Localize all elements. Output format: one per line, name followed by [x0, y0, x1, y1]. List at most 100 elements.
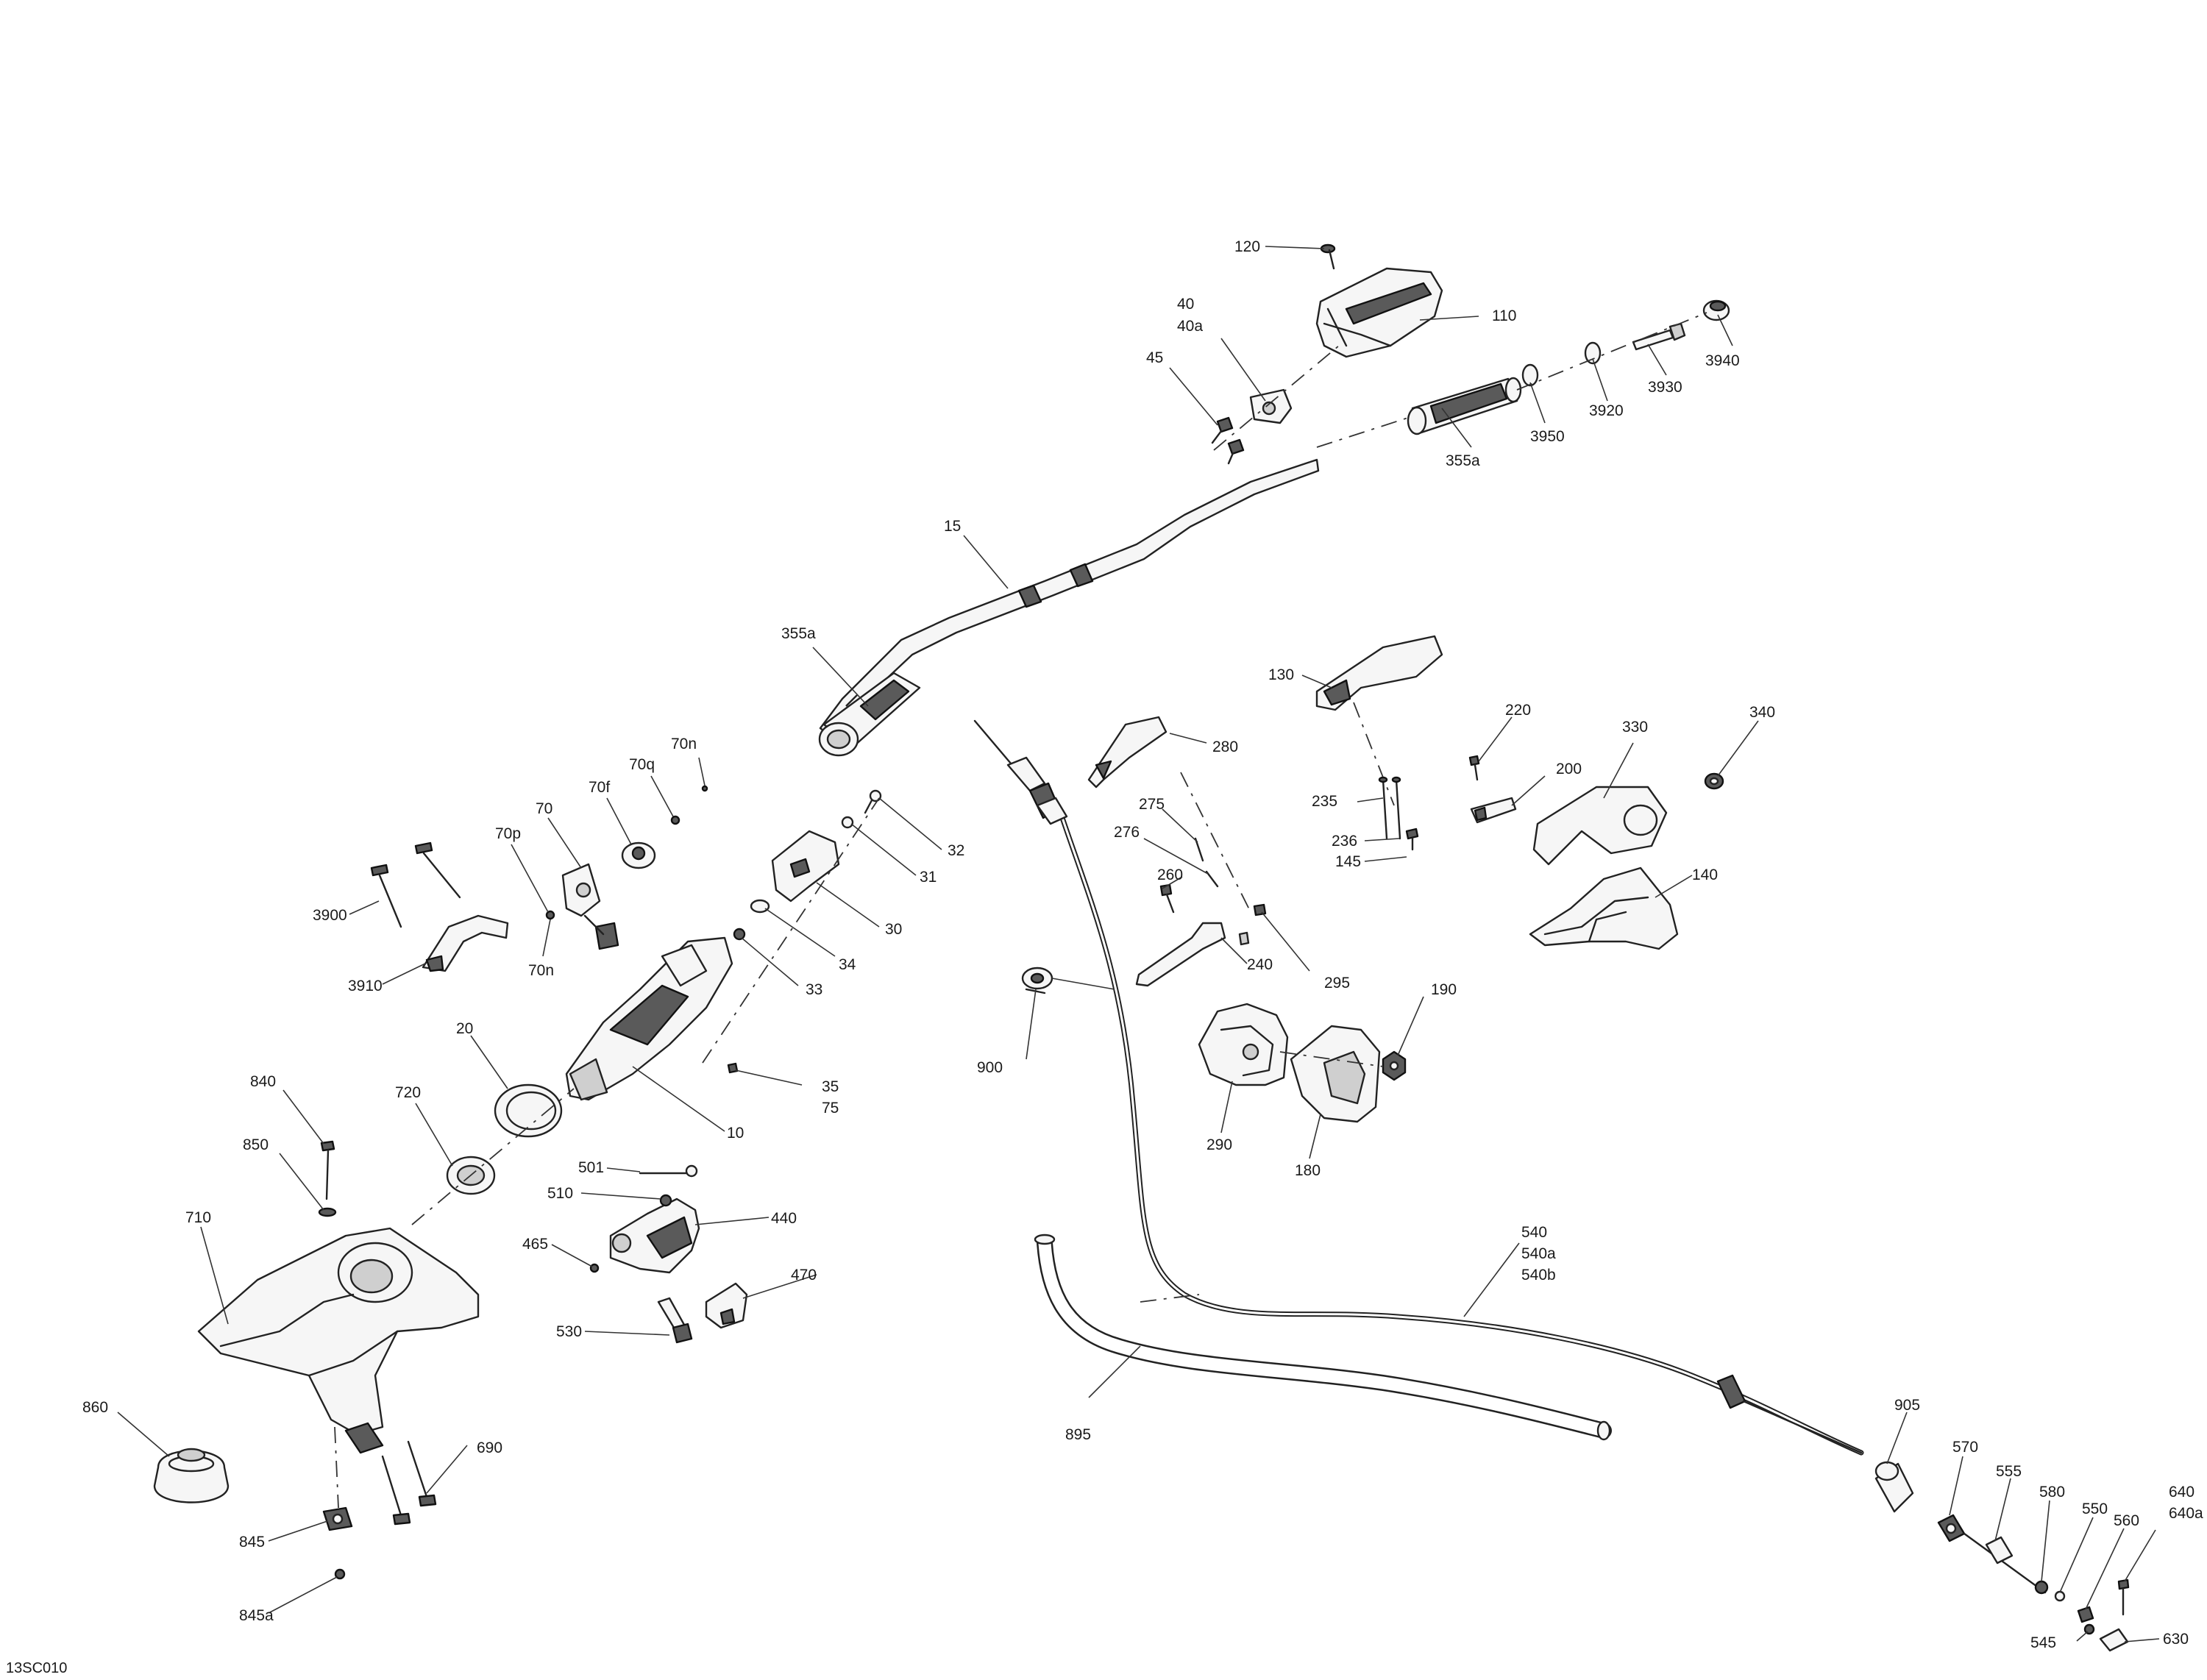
part-550-washer [2054, 1590, 2066, 1602]
callout-540: 540 [1521, 1224, 1547, 1241]
callout-70f: 70f [589, 779, 610, 796]
part-860-boot [153, 1448, 230, 1503]
part-295-screw [1253, 903, 1267, 916]
callout-235: 235 [1312, 793, 1337, 810]
part-180-cover [1290, 1025, 1381, 1123]
part-905-boot [1874, 1461, 1914, 1513]
part-20-ring [494, 1083, 563, 1138]
part-465-nut [589, 1263, 600, 1273]
callout-330: 330 [1622, 719, 1648, 736]
callout-275: 275 [1139, 796, 1165, 813]
part-3910-clamp [422, 914, 509, 972]
throttle-cable-and-hose [973, 719, 1864, 1456]
part-31-washer [841, 816, 854, 829]
part-120-screw [1320, 243, 1336, 270]
callout-850: 850 [243, 1136, 269, 1153]
part-530-bracket [657, 1297, 693, 1344]
callout-31: 31 [920, 869, 937, 886]
callout-280: 280 [1212, 738, 1238, 755]
callout-110: 110 [1492, 307, 1516, 324]
callout-860: 860 [82, 1399, 108, 1416]
part-850-washer [318, 1207, 337, 1217]
part-510-washer [659, 1194, 672, 1207]
part-355a-right-grip [1407, 377, 1522, 435]
part-220-screw [1468, 755, 1480, 781]
part-580-nut [2034, 1580, 2049, 1595]
callout-905: 905 [1894, 1397, 1920, 1414]
callout-900: 900 [977, 1059, 1003, 1076]
callout-140: 140 [1692, 866, 1718, 883]
callout-30: 30 [885, 921, 902, 938]
part-355a-left-grip [818, 672, 921, 757]
callout-555: 555 [1996, 1463, 2022, 1480]
callout-70q: 70q [629, 756, 655, 773]
callout-75: 75 [822, 1100, 839, 1117]
callout-35: 35 [822, 1078, 839, 1095]
callout-530: 530 [556, 1323, 582, 1340]
part-140-housing [1529, 866, 1679, 950]
callout-580: 580 [2039, 1484, 2065, 1501]
part-70n-top [701, 785, 708, 792]
callout-220: 220 [1505, 702, 1531, 719]
callout-540a: 540a [1521, 1245, 1556, 1262]
part-280-trigger [1087, 716, 1168, 789]
callout-710: 710 [185, 1209, 211, 1226]
callout-3900: 3900 [313, 907, 347, 924]
part-895-hose [1034, 1234, 1612, 1441]
part-845a-washer [334, 1568, 346, 1580]
callout-290: 290 [1206, 1136, 1232, 1153]
figure-code: 13SC010 [6, 1660, 67, 1676]
callout-550: 550 [2082, 1501, 2108, 1517]
part-3930-bolt [1632, 322, 1686, 351]
callout-260: 260 [1157, 866, 1183, 883]
callout-690: 690 [477, 1439, 502, 1456]
part-3940-end-cap [1702, 299, 1730, 321]
callout-200: 200 [1556, 761, 1582, 777]
part-34-washer [750, 899, 770, 914]
callout-70p: 70p [495, 825, 521, 842]
part-3950-washer [1521, 363, 1539, 387]
part-190-nut [1382, 1050, 1407, 1081]
callout-840: 840 [250, 1073, 276, 1090]
part-15-handlebar [818, 458, 1320, 757]
part-35-screw [727, 1062, 739, 1074]
callout-3940: 3940 [1705, 352, 1740, 369]
part-45-bolts [1211, 416, 1245, 465]
callout-545: 545 [2030, 1634, 2056, 1651]
part-40-clamp [1249, 388, 1293, 424]
callout-845a: 845a [239, 1607, 274, 1624]
part-70q [670, 815, 680, 825]
callout-70n-top: 70n [671, 736, 697, 752]
callout-501: 501 [578, 1159, 604, 1176]
part-33-nut [733, 928, 746, 941]
callout-15: 15 [944, 518, 961, 535]
callout-33: 33 [806, 981, 822, 998]
part-130-housing [1315, 635, 1443, 711]
part-10-column-housing [565, 936, 733, 1101]
callout-190: 190 [1431, 981, 1457, 998]
callout-720: 720 [395, 1084, 421, 1101]
part-690-bolts [381, 1440, 437, 1526]
part-501-bolt [639, 1164, 698, 1178]
callout-440: 440 [771, 1210, 797, 1227]
callout-3950: 3950 [1530, 428, 1565, 445]
callout-180: 180 [1295, 1162, 1321, 1179]
handlebar-end-assembly [1211, 243, 1730, 465]
callout-3910: 3910 [348, 978, 383, 994]
cable-top-fittings [973, 719, 1068, 825]
part-32-bolt [864, 789, 882, 814]
callout-70n-bottom: 70n [528, 962, 554, 979]
part-3900-bolts [370, 841, 461, 928]
part-570-fitting [1937, 1514, 1966, 1542]
part-70p [545, 910, 555, 920]
steering-column-assembly [153, 785, 882, 1580]
part-900-clip [1021, 967, 1053, 994]
callout-510: 510 [547, 1185, 573, 1202]
callout-845: 845 [239, 1534, 265, 1551]
callout-236: 236 [1332, 833, 1357, 850]
callout-640: 640 [2169, 1484, 2194, 1501]
callout-labels: 120 110 40 40a 45 3940 3930 3920 3950 35… [6, 238, 2203, 1676]
right-lever-assembly [1087, 635, 1724, 1123]
callout-240: 240 [1247, 956, 1273, 973]
